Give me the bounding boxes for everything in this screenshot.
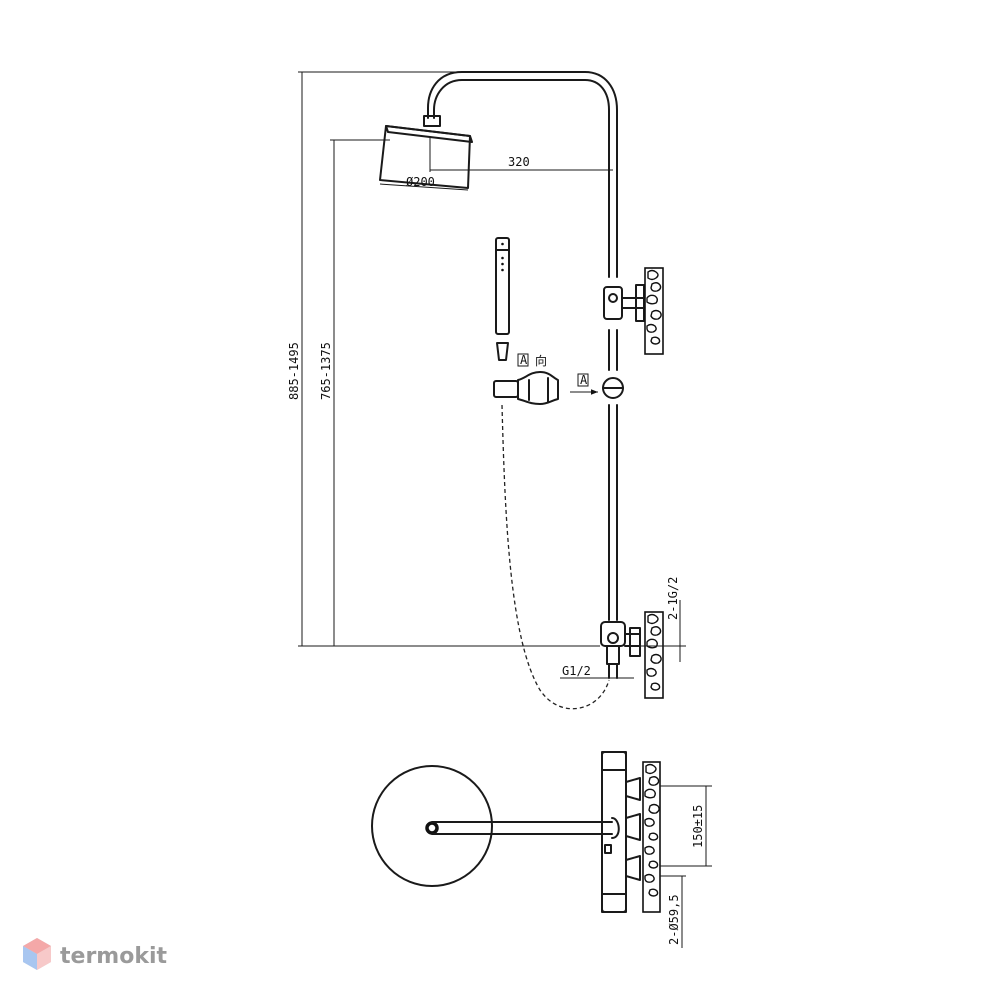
lower-bracket (600, 621, 641, 679)
head-connector (423, 115, 441, 127)
head-plan-center (425, 821, 439, 835)
logo-cube-right (37, 946, 51, 970)
logo-cube-left (23, 946, 37, 970)
riser-pipe-inner (433, 79, 610, 278)
hand-shower (495, 237, 510, 361)
shower-head-top (385, 125, 473, 143)
dim-arm-length: 320 (508, 155, 530, 169)
upper-bracket-slider (603, 286, 623, 320)
dim-wall-inlet: 2-1G/2 (666, 577, 680, 620)
view-a-marker-right: A (570, 373, 598, 395)
outlet-connector-middle (625, 813, 641, 841)
top-view: 150±15 2-Ø59,5 (371, 751, 712, 948)
lower-wall-section (644, 611, 664, 699)
upper-wall-section (644, 267, 664, 355)
dim-inlet-spacing: 150±15 (691, 805, 705, 848)
front-view: A 向 A 885-1495 (287, 71, 686, 710)
top-wall-section (642, 761, 661, 913)
view-a-marker-left: A 向 (517, 353, 547, 368)
arm-plan-joint (611, 817, 620, 839)
view-a-label-left: A (520, 353, 528, 367)
head-plan-circle (371, 765, 493, 887)
logo-text: termokit (60, 944, 167, 969)
dim-hand-outlet: G1/2 (562, 664, 591, 678)
dim-head-diameter: Ø200 (406, 175, 435, 189)
inlet-connector-lower (625, 855, 641, 881)
mixer-body (601, 751, 627, 913)
inlet-connector-upper (625, 777, 641, 801)
riser-pipe-outer (427, 71, 618, 278)
view-a-label-right: A (580, 373, 588, 387)
dim-head-diameter-line (379, 183, 469, 191)
dim-total-height: 885-1495 (287, 342, 301, 400)
hose (501, 404, 610, 710)
termokit-logo: termokit (23, 938, 167, 970)
hand-shower-holder (493, 371, 559, 405)
upper-bracket-screw (608, 293, 618, 303)
view-a-direction: 向 (535, 353, 547, 368)
hose-nut (496, 342, 509, 361)
dim-escutcheon: 2-Ø59,5 (667, 894, 681, 945)
upper-bracket-flange (635, 284, 645, 322)
dim-head-height: 765-1375 (319, 342, 333, 400)
